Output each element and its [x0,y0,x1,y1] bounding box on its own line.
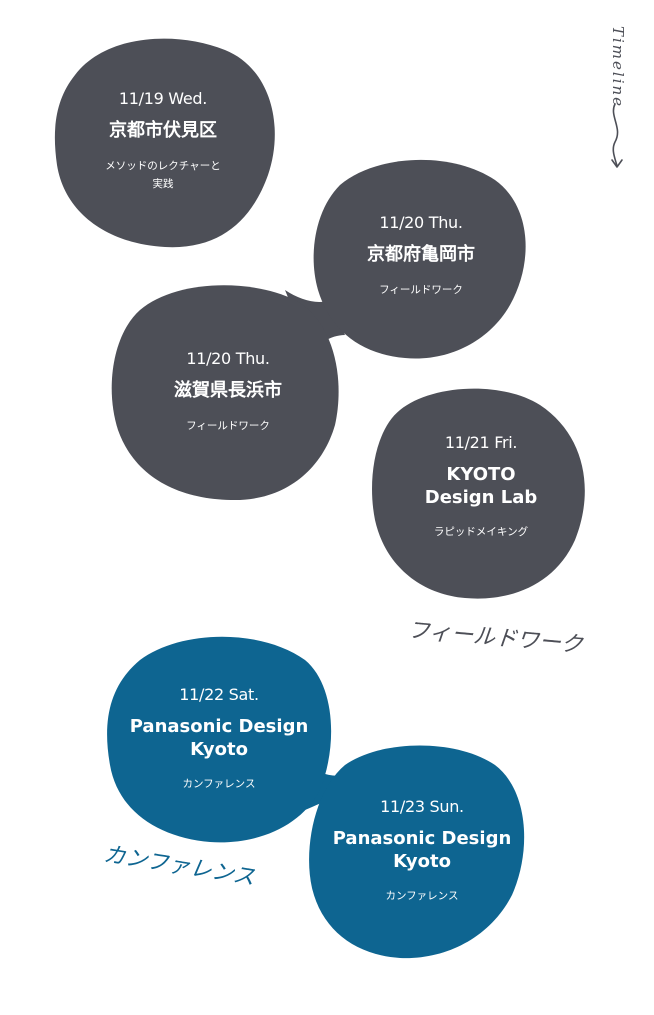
event-1120-nagahama[interactable]: 11/20 Thu. 滋賀県長浜市 フィールドワーク [174,349,282,435]
event-place: 京都市伏見区 [109,119,217,141]
event-place: 滋賀県長浜市 [174,380,282,402]
event-place: 京都府亀岡市 [367,244,475,266]
arrow-down-icon [611,103,623,168]
timeline-indicator: Timeline [603,22,633,172]
event-place-line: Kyoto [393,850,451,872]
event-description: カンファレンス [182,777,256,790]
blob-1121 [372,388,585,599]
event-description-line: メソッドのレクチャーと [105,159,221,172]
event-description: カンファレンス [385,889,459,902]
event-1123[interactable]: 11/23 Sun. Panasonic Design Kyoto カンファレン… [333,797,512,905]
event-description: フィールドワーク [379,283,463,296]
event-date: 11/23 Sun. [380,796,464,816]
event-1121[interactable]: 11/21 Fri. KYOTO Design Lab ラピッドメイキング [425,433,538,541]
event-place: Panasonic Design Kyoto [130,716,309,761]
blob-1120-nagahama [111,285,339,500]
event-date: 11/21 Fri. [444,432,518,452]
event-place-line: Kyoto [190,738,248,760]
event-date: 11/20 Thu. [186,349,270,369]
event-place: Panasonic Design Kyoto [333,828,512,873]
blob-1123 [309,745,525,959]
event-1122[interactable]: 11/22 Sat. Panasonic Design Kyoto カンファレン… [130,685,309,793]
blob-1119 [54,38,275,248]
blob-1122 [107,636,332,843]
event-date: 11/20 Thu. [379,213,463,233]
event-place: KYOTO Design Lab [425,464,538,509]
event-1119[interactable]: 11/19 Wed. 京都市伏見区 メソッドのレクチャーと 実践 [105,89,220,193]
event-description-line: 実践 [152,177,174,190]
event-place-line: Design Lab [424,486,538,508]
event-place-line: Panasonic Design [129,715,309,737]
event-date: 11/19 Wed. [118,88,208,108]
event-description: フィールドワーク [186,419,270,432]
event-1120-kameoka[interactable]: 11/20 Thu. 京都府亀岡市 フィールドワーク [367,213,475,299]
event-date: 11/22 Sat. [179,684,259,704]
blob-1120-kameoka [313,159,526,359]
timeline-label: Timeline [609,26,627,109]
event-place-line: Panasonic Design [332,827,512,849]
event-description: メソッドのレクチャーと 実践 [105,156,220,193]
event-place-line: KYOTO [446,463,516,485]
event-description: ラピッドメイキング [433,525,529,538]
